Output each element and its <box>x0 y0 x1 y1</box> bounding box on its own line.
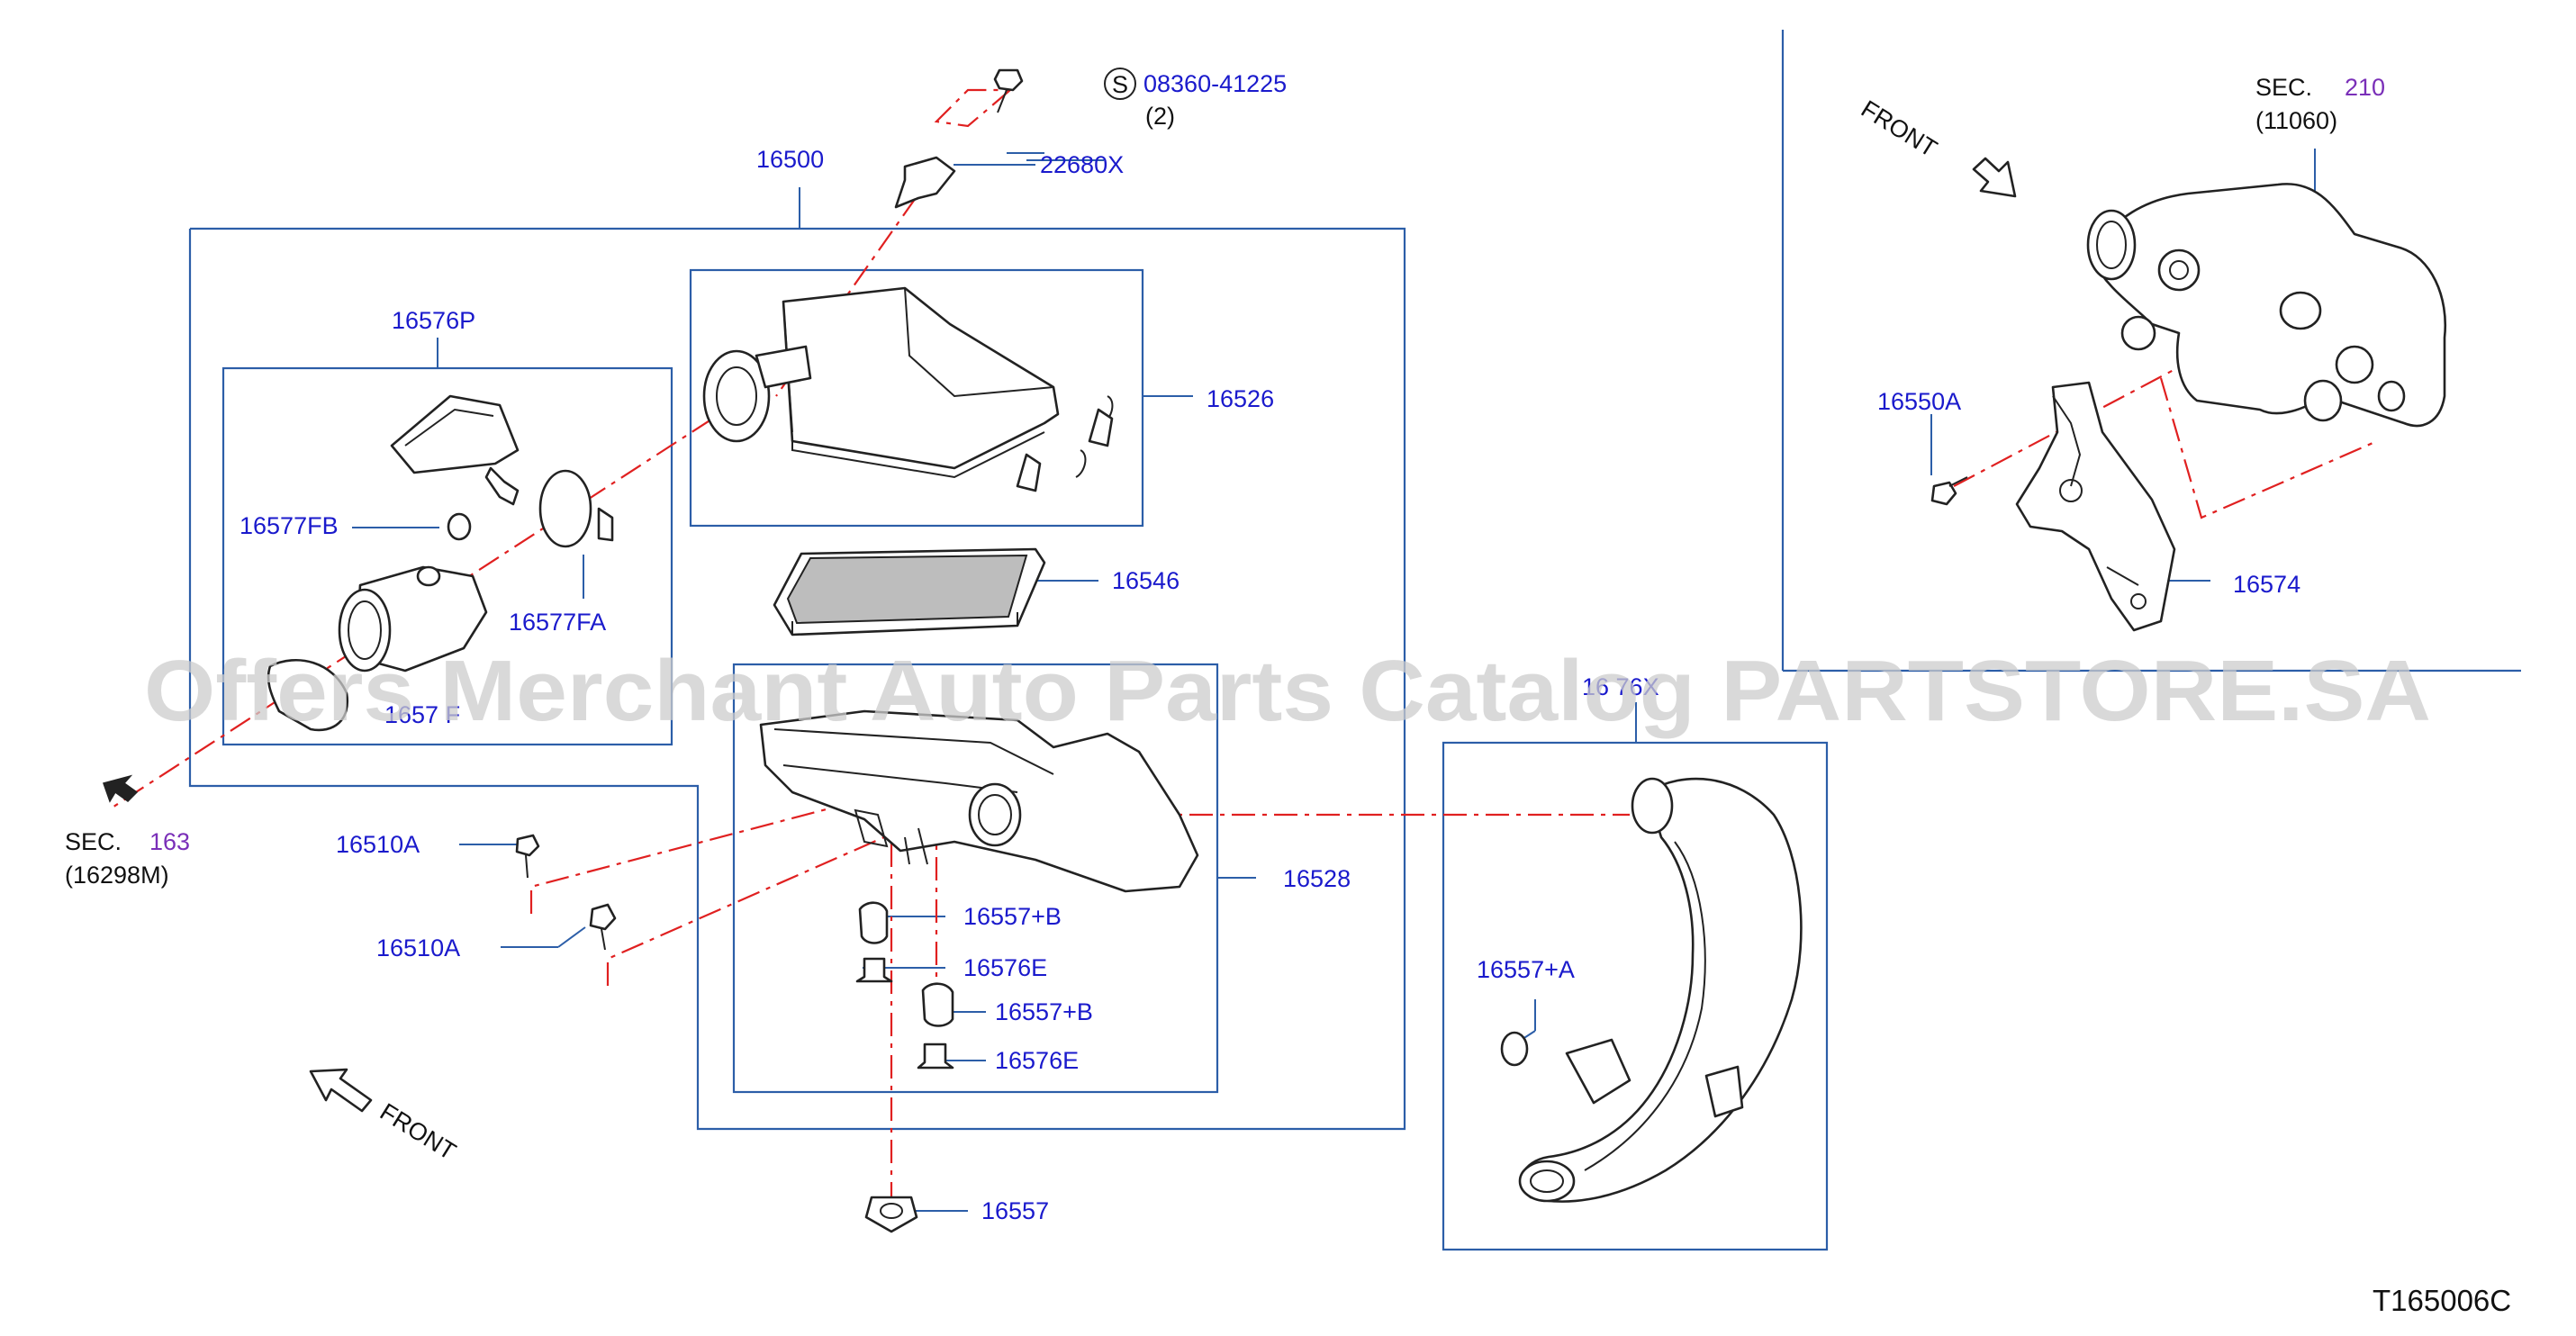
label-16557-b-lower[interactable]: 16557+B <box>995 998 1093 1025</box>
right-sec-number[interactable]: 210 <box>2345 74 2385 101</box>
label-16577FA[interactable]: 16577FA <box>509 609 606 636</box>
lower-case-16528 <box>759 709 1199 893</box>
label-bolt-quantity: (2) <box>1145 103 1175 130</box>
label-16576E-lower[interactable]: 16576E <box>995 1047 1079 1074</box>
label-16577FB[interactable]: 16577FB <box>240 512 339 539</box>
label-22680X[interactable]: 22680X <box>1040 151 1124 178</box>
watermark: Offers Merchant Auto Parts Catalog PARTS… <box>144 643 2431 739</box>
resonator-frame <box>221 366 673 746</box>
label-16526[interactable]: 16526 <box>1207 385 1274 412</box>
part-labels: 16500 16576P 16577FB 16577FA 1657 F 1652… <box>240 70 2300 1224</box>
front-label-top: FRONT <box>1857 95 1942 163</box>
left-sec-reference: (16298M) <box>65 862 169 889</box>
label-16500[interactable]: 16500 <box>756 146 824 173</box>
label-16576P[interactable]: 16576P <box>392 307 475 334</box>
diagram-code: T165006C <box>2373 1284 2511 1317</box>
section-arrow-left <box>103 774 139 803</box>
air-filter-16546 <box>773 547 1046 636</box>
label-16557[interactable]: 16557 <box>981 1197 1049 1224</box>
main-assembly-frame <box>188 227 1406 1131</box>
label-16576E-upper[interactable]: 16576E <box>963 954 1047 981</box>
label-16557-b-upper[interactable]: 16557+B <box>963 903 1062 930</box>
intake-duct-16576X <box>1500 777 1803 1203</box>
label-16510A-lower[interactable]: 16510A <box>376 934 460 961</box>
bracket-16574 <box>2015 381 2176 632</box>
front-label-bottom: FRONT <box>375 1098 461 1166</box>
throttle-body-11060 <box>2086 183 2447 428</box>
label-08360-41225[interactable]: 08360-41225 <box>1143 70 1287 97</box>
label-16574[interactable]: 16574 <box>2233 571 2300 598</box>
air-cleaner-cover-16526 <box>702 286 1114 492</box>
frames <box>188 30 2521 1251</box>
resonator-16576P <box>267 394 614 732</box>
label-16510A-upper[interactable]: 16510A <box>336 831 420 858</box>
s-symbol-icon <box>1104 68 1136 100</box>
front-arrow-top <box>1972 157 2017 198</box>
label-16577F-partial: 1657 F <box>384 701 460 728</box>
label-16576X-partial: 16 76X <box>1582 673 1659 700</box>
label-16546[interactable]: 16546 <box>1112 567 1180 594</box>
label-16528[interactable]: 16528 <box>1283 865 1351 892</box>
left-sec-number[interactable]: 163 <box>149 828 190 855</box>
front-arrow-bottom <box>309 1068 373 1113</box>
s-symbol-text: S <box>1112 71 1128 98</box>
label-16550A[interactable]: 16550A <box>1877 388 1961 415</box>
section-references: SEC. 163 (16298M) SEC. 210 (11060) <box>65 74 2385 889</box>
fasteners <box>515 68 1968 1233</box>
right-sec-label: SEC. <box>2255 74 2312 101</box>
label-16557-a[interactable]: 16557+A <box>1477 956 1575 983</box>
right-sec-reference: (11060) <box>2255 107 2337 134</box>
left-sec-label: SEC. <box>65 828 122 855</box>
upper-cover-frame <box>689 268 1144 528</box>
